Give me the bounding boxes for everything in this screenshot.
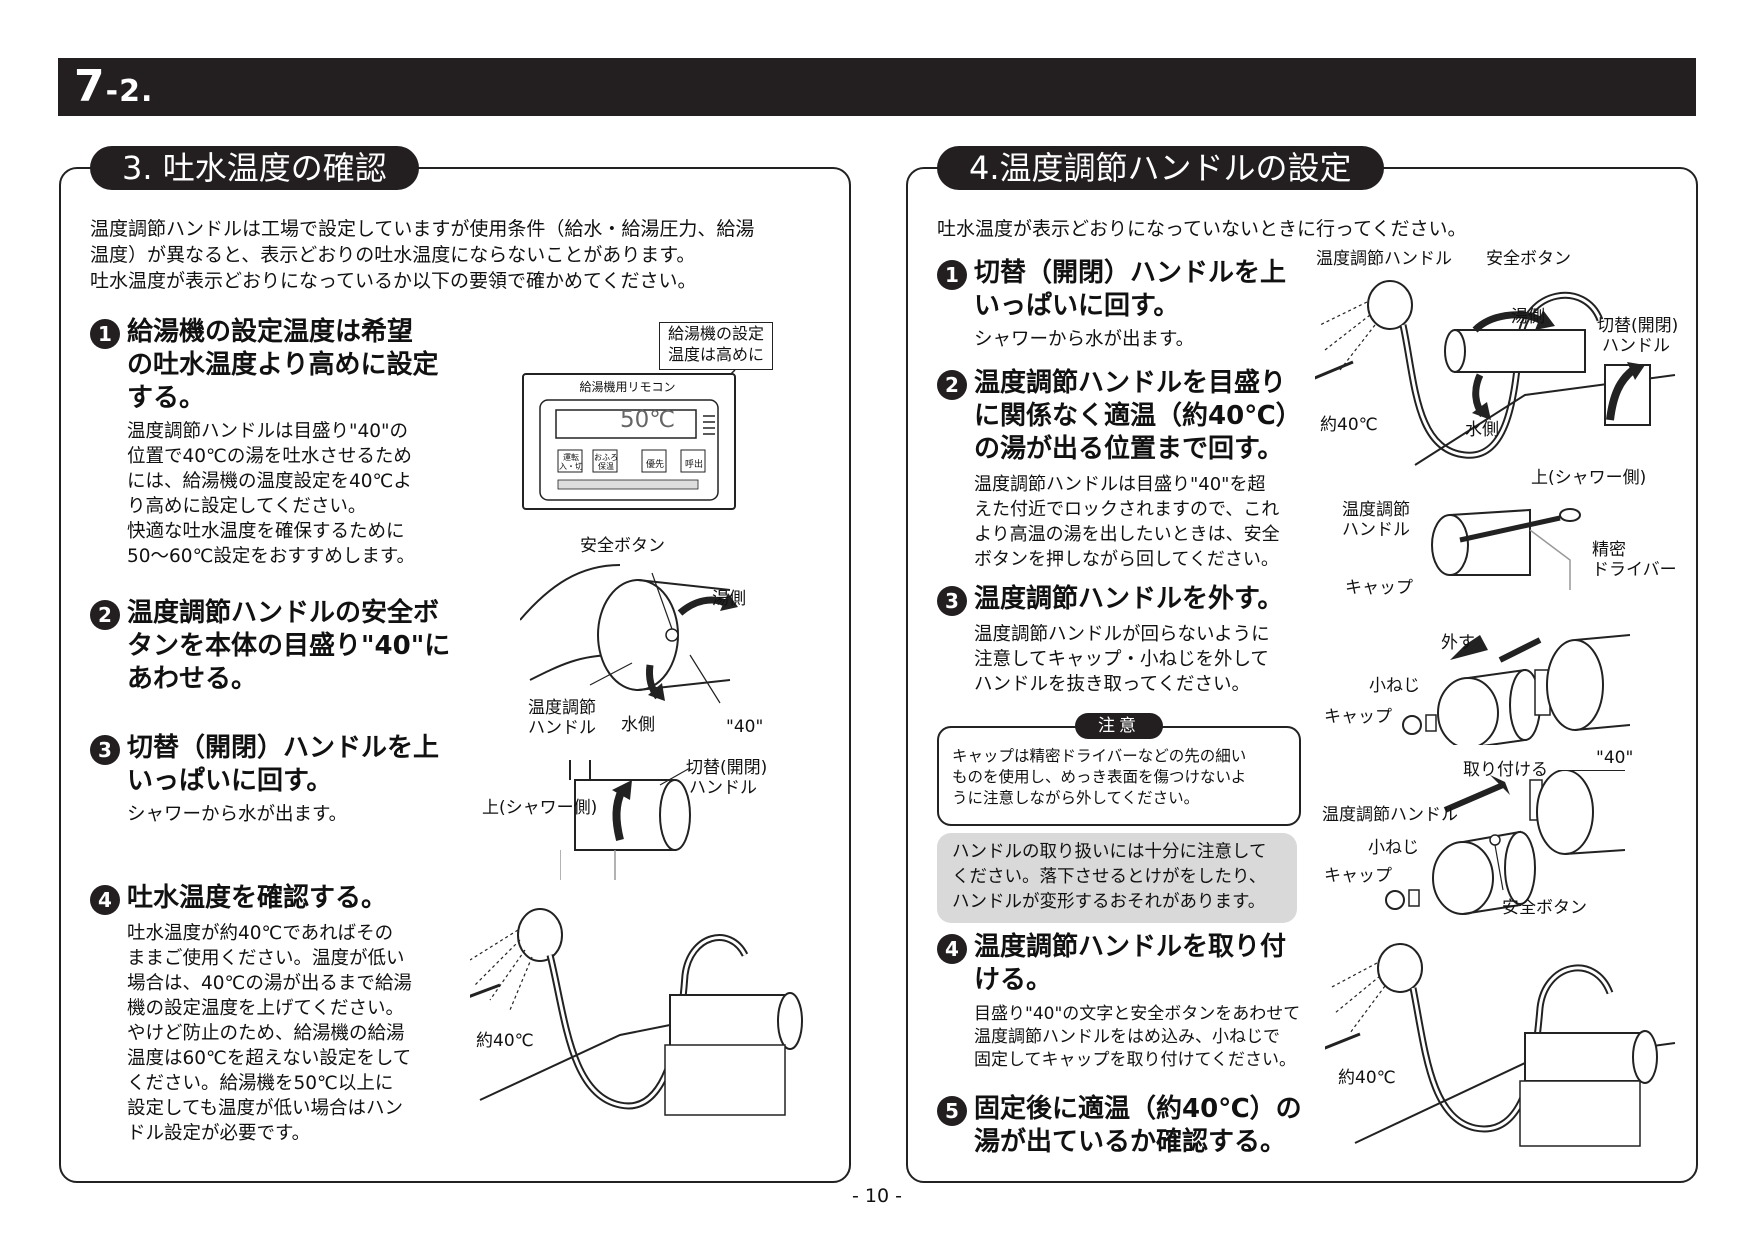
warning-box	[937, 833, 1297, 923]
label-switch-handle: 切替(開閉)ハンドル	[686, 758, 768, 798]
remote-button-label: 運転入・切	[559, 453, 583, 471]
label-safety-button: 安全ボタン	[1502, 898, 1587, 918]
right-intro: 吐水温度が表示どおりになっていないときに行ってください。	[937, 218, 1467, 240]
step-heading: 給湯機の設定温度は希望の吐水温度より高めに設定する。	[127, 317, 439, 413]
page-number: - 10 -	[852, 1185, 902, 1207]
intro-line: 吐水温度が表示どおりになっているか以下の要領で確かめてください。	[90, 270, 697, 292]
label-attach: 取り付ける	[1463, 760, 1548, 780]
remote-display: 50℃	[620, 407, 676, 433]
section-header-bar	[58, 58, 1696, 116]
step-body: シャワーから水が出ます。	[974, 329, 1195, 350]
label-hot-side: 湯側	[712, 589, 746, 609]
step-body: 温度調節ハンドルは目盛り"40"を超えた付近でロックされますので、これより高温の…	[974, 474, 1280, 570]
label-temp-handle: 温度調節ハンドル	[1316, 249, 1452, 269]
label-approx-40c: 約40℃	[1338, 1068, 1396, 1088]
step-heading: 温度調節ハンドルを取り付ける。	[974, 932, 1287, 995]
remote-button-label: おふろ保温	[594, 453, 618, 471]
step-body: 温度調節ハンドルは目盛り"40"の位置で40℃の湯を吐水させるためには、給湯機の…	[127, 421, 416, 567]
intro-line: 温度調節ハンドルは工場で設定していますが使用条件（給水・給湯圧力、給湯	[90, 218, 755, 240]
label-approx-40c: 約40℃	[476, 1031, 534, 1051]
remote-button-label: 優先	[645, 460, 664, 470]
faucet-handles-illustration	[1315, 280, 1676, 466]
step-number: 1	[90, 319, 120, 349]
label-temp-handle: 温度調節ハンドル	[528, 698, 596, 738]
label-switch-handle: 切替(開閉)ハンドル	[1597, 316, 1679, 356]
step-body: 温度調節ハンドルが回らないように注意してキャップ・小ねじを外してハンドルを抜き取…	[974, 624, 1270, 695]
step-number: 2	[937, 370, 967, 400]
switch-handle-illustration	[560, 760, 691, 880]
step-heading: 切替（開閉）ハンドルを上いっぱいに回す。	[127, 733, 440, 796]
left-step-2: 2 温度調節ハンドルの安全ボタンを本体の目盛り"40"にあわせる。	[90, 597, 470, 696]
step-body: シャワーから水が出ます。	[127, 804, 348, 825]
label-up-shower: 上(シャワー側)	[1531, 468, 1647, 488]
step-number: 1	[937, 260, 967, 290]
label-cold-side: 水側	[621, 715, 655, 735]
left-step-4: 4 吐水温度を確認する。 吐水温度が約40℃であればそのままご使用ください。温度…	[90, 882, 470, 1146]
handle-attach-illustration	[1385, 770, 1626, 915]
label-temp-handle-2l: 温度調節ハンドル	[1342, 500, 1410, 540]
step-body: 目盛り"40"の文字と安全ボタンをあわせて温度調節ハンドルをはめ込み、小ねじで固…	[974, 1004, 1301, 1070]
step-body: 吐水温度が約40℃であればそのままご使用ください。温度が低い場合は、40℃の湯が…	[127, 923, 412, 1144]
label-cap: キャップ	[1345, 578, 1413, 598]
right-step-2: 2 温度調節ハンドルを目盛りに関係なく適温（約40℃）の湯が出る位置まで回す。 …	[937, 367, 1307, 572]
step-number: 4	[937, 934, 967, 964]
remote-title: 給湯機用リモコン	[579, 380, 676, 394]
label-hot-side: 湯側	[1511, 307, 1545, 327]
step-number: 5	[937, 1096, 967, 1126]
faucet-shower-illustration	[1325, 943, 1676, 1147]
step-heading: 固定後に適温（約40℃）の湯が出ているか確認する。	[974, 1094, 1302, 1157]
warning-text: ハンドルの取り扱いには十分に注意してください。落下させるとけがをしたり、ハンドル…	[952, 842, 1267, 912]
handle-removal-illustration	[1402, 634, 1630, 745]
section-number: 7-2.	[74, 61, 154, 112]
step-heading: 吐水温度を確認する。	[127, 883, 388, 913]
cap-removal-illustration	[1431, 508, 1581, 590]
label-safety-button: 安全ボタン	[580, 536, 665, 556]
label-cap: キャップ	[1324, 707, 1392, 727]
label-up-shower: 上(シャワー側)	[482, 798, 598, 818]
step-heading: 切替（開閉）ハンドルを上いっぱいに回す。	[974, 258, 1287, 321]
intro-line: 温度）が異なると、表示どおりの吐水温度にならないことがあります。	[90, 244, 696, 266]
label-cold-side: 水側	[1465, 420, 1499, 440]
left-step-1: 1 給湯機の設定温度は希望の吐水温度より高めに設定する。 温度調節ハンドルは目盛…	[90, 316, 470, 569]
remote-button-label: 呼出	[684, 460, 703, 470]
left-section-title: 3. 吐水温度の確認	[90, 146, 419, 190]
step-heading: 温度調節ハンドルを目盛りに関係なく適温（約40℃）の湯が出る位置まで回す。	[974, 368, 1302, 464]
step-heading: 温度調節ハンドルを外す。	[974, 584, 1284, 614]
label-40: "40"	[726, 717, 764, 737]
remote-controller-illustration	[522, 370, 736, 510]
step-number: 2	[90, 600, 120, 630]
step-number: 3	[90, 735, 120, 765]
label-small-screw: 小ねじ	[1369, 676, 1420, 696]
callout-box: 給湯機の設定温度は高めに	[659, 322, 773, 370]
label-cap: キャップ	[1324, 866, 1392, 886]
right-step-1: 1 切替（開閉）ハンドルを上いっぱいに回す。 シャワーから水が出ます。	[937, 257, 1307, 352]
left-intro: 温度調節ハンドルは工場で設定していますが使用条件（給水・給湯圧力、給湯 温度）が…	[90, 216, 835, 294]
label-approx-40c: 約40℃	[1320, 415, 1378, 435]
caution-text: キャップは精密ドライバーなどの先の細いものを使用し、めっき表面を傷つけないように…	[952, 747, 1247, 807]
label-temp-handle: 温度調節ハンドル	[1322, 805, 1458, 825]
step-number: 3	[937, 586, 967, 616]
right-section-title: 4.温度調節ハンドルの設定	[937, 146, 1384, 190]
right-step-5: 5 固定後に適温（約40℃）の湯が出ているか確認する。	[937, 1093, 1307, 1159]
caution-badge: 注意	[1075, 713, 1163, 739]
faucet-shower-illustration	[470, 908, 803, 1116]
label-small-screw: 小ねじ	[1368, 838, 1419, 858]
label-remove: 外す	[1441, 633, 1475, 653]
label-precision-driver: 精密ドライバー	[1592, 540, 1677, 580]
handle-safety-button-illustration	[520, 564, 738, 704]
right-step-3: 3 温度調節ハンドルを外す。 温度調節ハンドルが回らないように注意してキャップ・…	[937, 583, 1307, 697]
left-step-3: 3 切替（開閉）ハンドルを上いっぱいに回す。 シャワーから水が出ます。	[90, 732, 470, 827]
label-safety-button: 安全ボタン	[1486, 249, 1571, 269]
label-40: "40"	[1596, 748, 1634, 768]
right-step-4: 4 温度調節ハンドルを取り付ける。 目盛り"40"の文字と安全ボタンをあわせて温…	[937, 931, 1307, 1072]
step-heading: 温度調節ハンドルの安全ボタンを本体の目盛り"40"にあわせる。	[127, 598, 451, 694]
step-number: 4	[90, 885, 120, 915]
